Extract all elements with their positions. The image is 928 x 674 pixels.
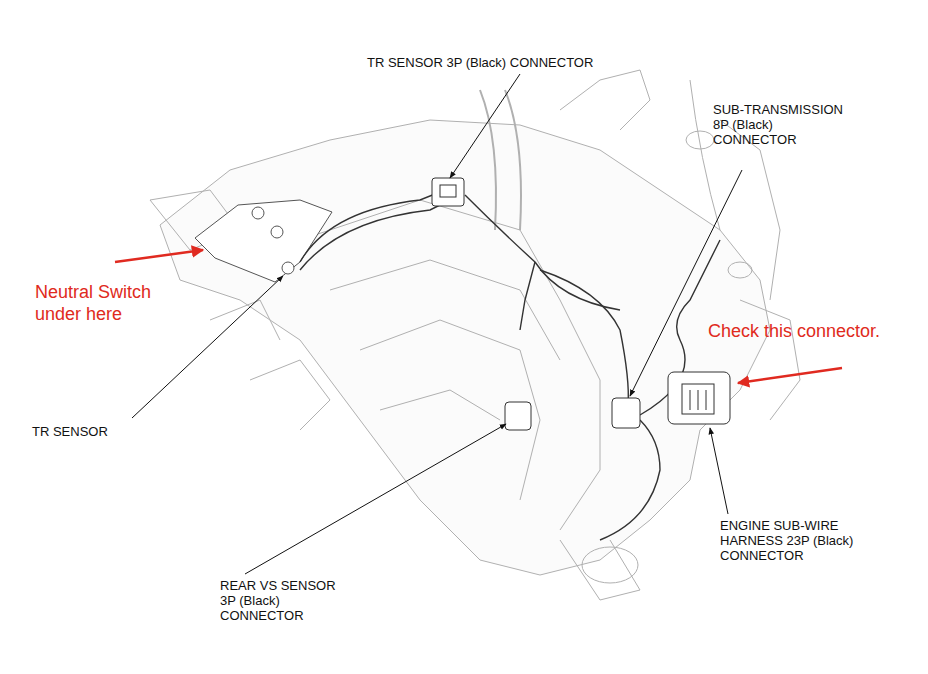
housing-sketch	[150, 70, 800, 600]
annotation-note: Check this connector.	[708, 320, 880, 342]
leader-line	[132, 276, 283, 418]
tr-sensor-bracket	[195, 200, 332, 282]
red-arrows	[115, 250, 842, 383]
connector-label: TR SENSOR 3P (Black) CONNECTOR	[367, 55, 593, 70]
leader-line	[630, 170, 742, 396]
leader-line	[450, 74, 520, 178]
connector-label: REAR VS SENSOR 3P (Black) CONNECTOR	[220, 578, 348, 623]
connector-label: ENGINE SUB-WIRE HARNESS 23P (Black) CONN…	[720, 518, 860, 563]
leader-line	[710, 428, 728, 514]
part-label: TR SENSOR	[32, 424, 108, 439]
connectors-sketch	[432, 178, 730, 430]
leader-lines	[132, 74, 742, 574]
wire-harness	[300, 192, 720, 540]
annotation-note: Neutral Switch under here	[35, 281, 175, 325]
red-arrow	[738, 368, 842, 383]
leader-line	[245, 424, 506, 574]
red-arrow	[115, 250, 203, 262]
connector-label: SUB-TRANSMISSION 8P (Black) CONNECTOR	[713, 102, 853, 147]
